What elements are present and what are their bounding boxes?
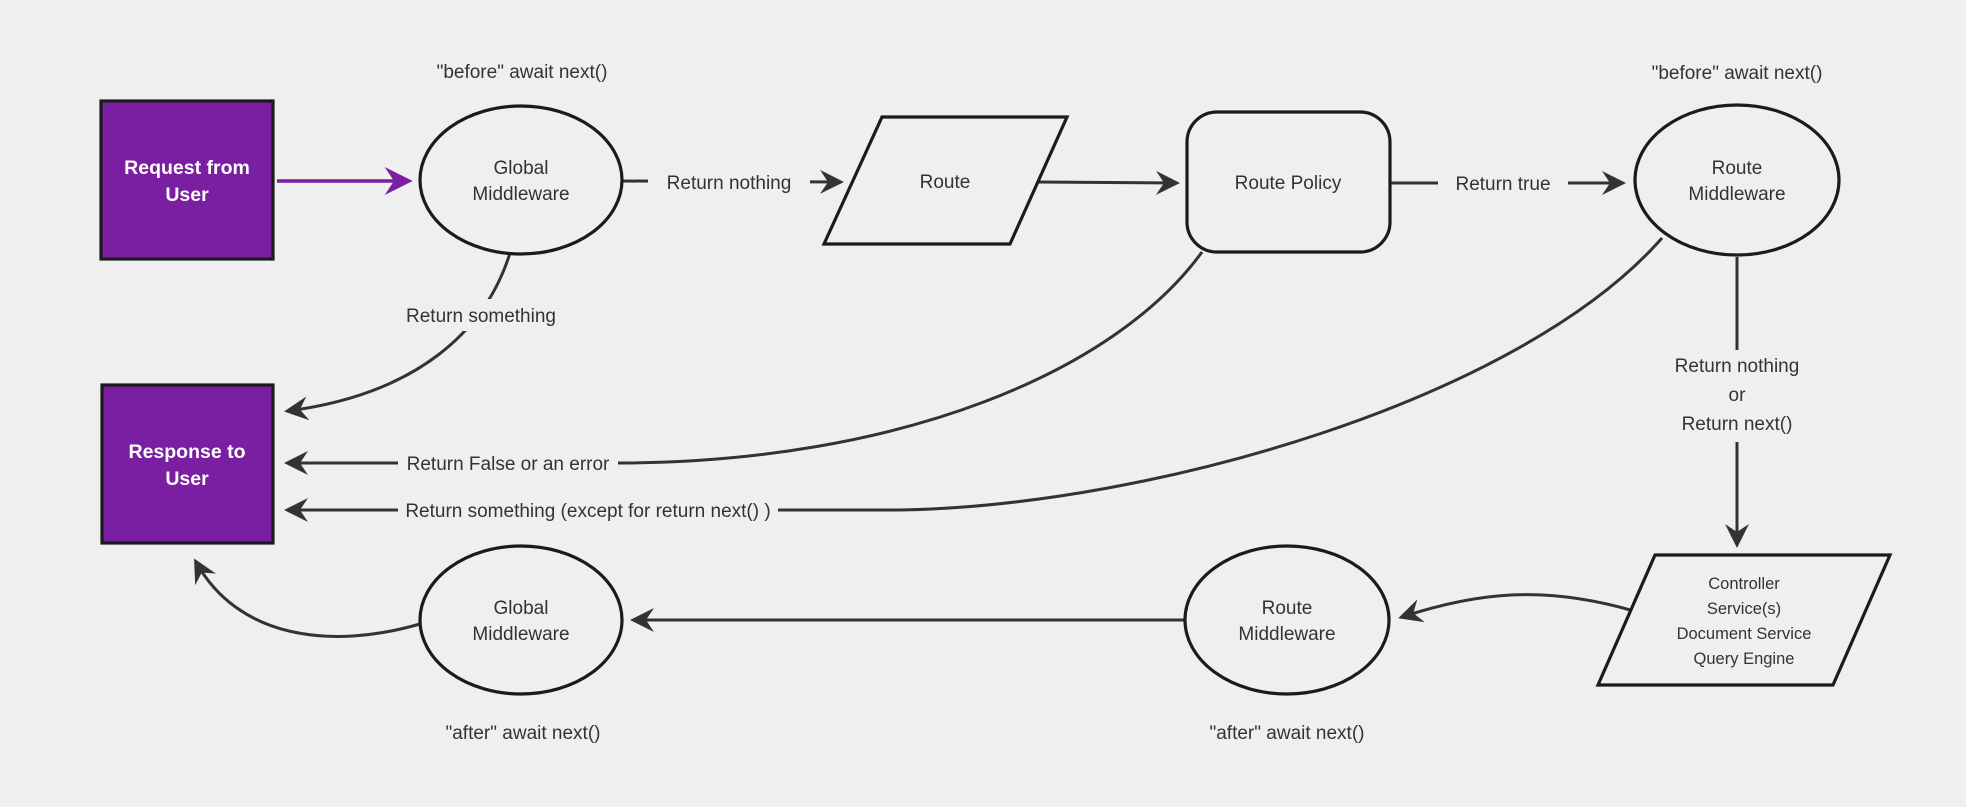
label-return-false-or-error: Return False or an error	[407, 454, 610, 475]
label-return-nothing-or-line1: Return nothing	[1675, 356, 1800, 377]
controller-line1: Controller	[1708, 575, 1780, 593]
label-return-true: Return true	[1455, 174, 1550, 195]
route-parallelogram	[821, 115, 1070, 246]
node-request-from-user: Request from User	[99, 99, 275, 261]
label-return-something-except: Return something (except for return next…	[405, 501, 770, 522]
route-label: Route	[920, 172, 971, 193]
label-bg-return-something-except	[398, 494, 778, 526]
label-after-await-bottom-right: "after" await next()	[1210, 723, 1365, 744]
label-return-something: Return something	[406, 306, 556, 327]
edge-route-to-route-policy	[1036, 170, 1180, 195]
route-policy-box	[1185, 110, 1392, 254]
label-before-await-top-right: "before" await next()	[1652, 63, 1823, 84]
node-response-to-user: Response to User	[100, 383, 275, 545]
node-route-middleware-top: Route Middleware	[1633, 103, 1841, 257]
label-return-nothing-or-line3: Return next()	[1682, 414, 1793, 435]
request-label-line1: Request from	[124, 157, 250, 179]
node-route: Route	[821, 115, 1070, 246]
label-bg-return-nothing-or	[1650, 350, 1824, 442]
request-box	[99, 99, 275, 261]
route-policy-label: Route Policy	[1235, 173, 1342, 194]
request-label-line2: User	[165, 184, 209, 206]
global-middleware-bottom-line1: Global	[494, 598, 549, 619]
node-controller-services: Controller Service(s) Document Service Q…	[1595, 553, 1893, 687]
edge-global-middleware-bottom-to-response	[194, 558, 421, 638]
response-label-line1: Response to	[128, 441, 245, 463]
node-route-policy: Route Policy	[1185, 110, 1392, 254]
global-middleware-bottom-ellipse	[418, 544, 624, 696]
edge-route-policy-to-response	[284, 251, 1204, 475]
label-bg-return-true	[1438, 167, 1568, 199]
label-bg-return-false	[398, 447, 618, 479]
controller-parallelogram	[1595, 553, 1893, 687]
global-middleware-top-line2: Middleware	[472, 184, 569, 205]
node-global-middleware-bottom: Global Middleware	[418, 544, 624, 696]
controller-line4: Query Engine	[1694, 650, 1795, 668]
route-middleware-top-line2: Middleware	[1688, 184, 1785, 205]
route-middleware-top-ellipse	[1633, 103, 1841, 257]
route-middleware-bottom-ellipse	[1183, 544, 1391, 696]
node-global-middleware-top: Global Middleware	[418, 104, 624, 256]
controller-line2: Service(s)	[1707, 600, 1781, 618]
response-label-line2: User	[165, 468, 209, 490]
edge-global-middleware-to-response	[284, 252, 512, 421]
route-middleware-bottom-line1: Route	[1262, 598, 1313, 619]
label-before-await-top-left: "before" await next()	[437, 62, 608, 83]
route-middleware-top-line1: Route	[1712, 158, 1763, 179]
label-after-await-bottom-left: "after" await next()	[446, 723, 601, 744]
label-return-nothing-or-line2: or	[1729, 385, 1747, 406]
response-box	[100, 383, 275, 545]
edge-route-middleware-to-response	[284, 237, 1664, 522]
edge-controller-to-route-middleware-bottom	[1398, 593, 1635, 623]
label-return-nothing: Return nothing	[667, 173, 792, 194]
label-bg-return-nothing	[648, 166, 810, 198]
global-middleware-top-line1: Global	[494, 158, 549, 179]
controller-line3: Document Service	[1677, 625, 1812, 643]
node-route-middleware-bottom: Route Middleware	[1183, 544, 1391, 696]
label-bg-return-something	[398, 299, 564, 331]
global-middleware-top-ellipse	[418, 104, 624, 256]
global-middleware-bottom-line2: Middleware	[472, 624, 569, 645]
route-middleware-bottom-line2: Middleware	[1238, 624, 1335, 645]
